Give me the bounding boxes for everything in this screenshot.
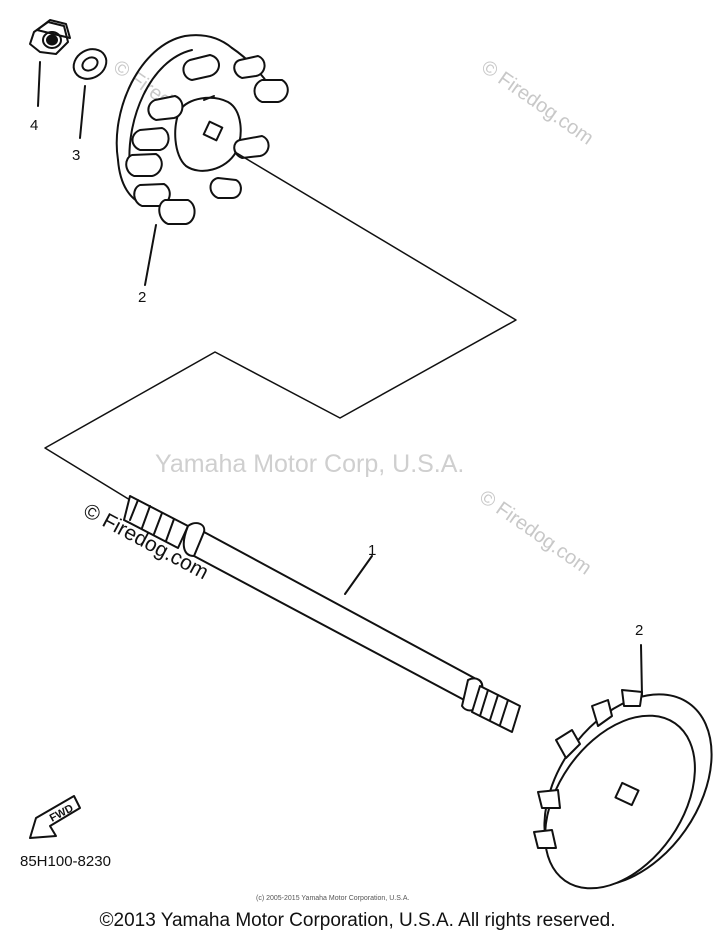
callout-impeller-bottom: 2 xyxy=(635,622,643,639)
callout-nut: 4 xyxy=(30,117,38,134)
callout-washer: 3 xyxy=(72,147,80,164)
footer-copyright: ©2013 Yamaha Motor Corporation, U.S.A. A… xyxy=(99,910,616,931)
firedog-watermark: © Firedog.com xyxy=(477,56,597,149)
callout-impeller-top: 2 xyxy=(138,289,146,306)
fwd-label: FWD xyxy=(48,802,76,824)
washer-part xyxy=(72,48,108,139)
drive-shaft-part xyxy=(123,495,521,733)
diagram-code: 85H100-8230 xyxy=(20,853,111,870)
assembly-guide-lines xyxy=(44,151,517,501)
small-copyright: (c) 2005-2015 Yamaha Motor Corporation, … xyxy=(256,895,409,902)
nut-part xyxy=(29,19,71,107)
callout-shaft: 1 xyxy=(368,542,376,559)
firedog-watermark: © Firedog.com xyxy=(475,486,595,579)
fwd-arrow-icon: FWD xyxy=(29,795,81,839)
yamaha-watermark: Yamaha Motor Corp, U.S.A. xyxy=(155,450,464,478)
impeller-bottom-part xyxy=(533,644,713,890)
impeller-top-part xyxy=(115,34,289,286)
